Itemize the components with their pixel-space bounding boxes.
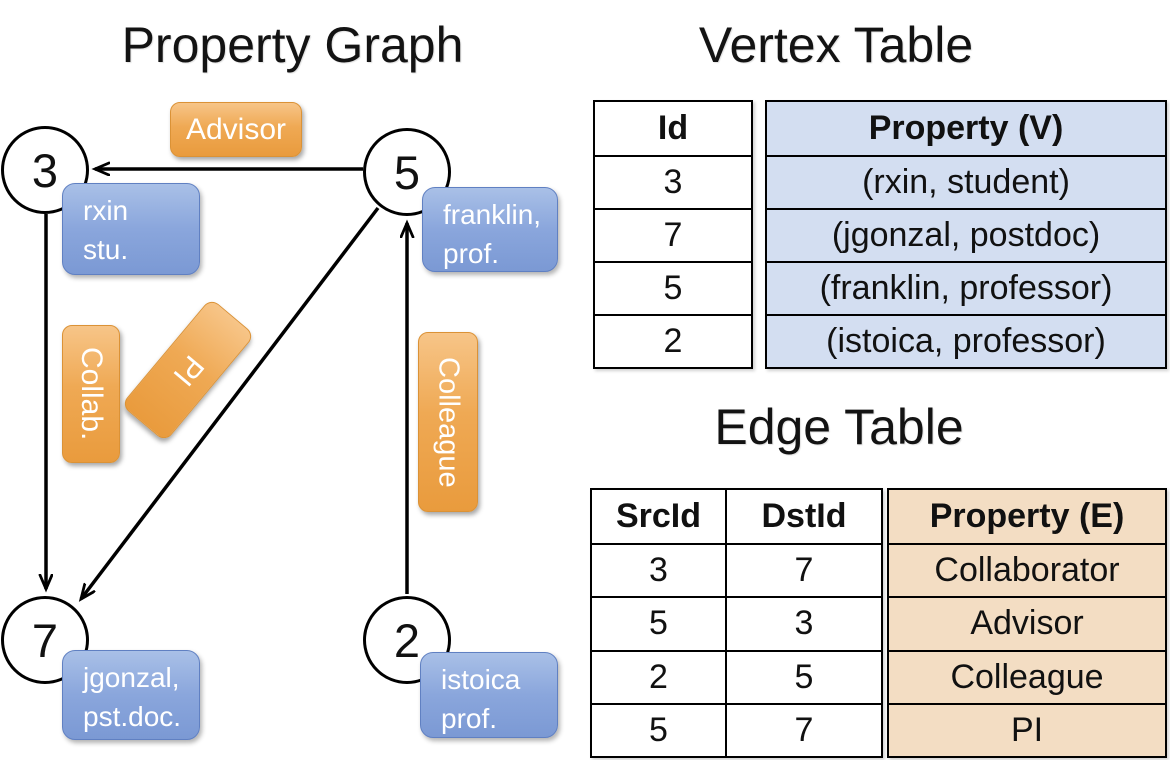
graph-node-7-id: 7 — [31, 613, 59, 667]
edge-table-cell-dstid: 5 — [725, 651, 881, 703]
graph-node-5: 5 — [363, 128, 451, 216]
edge-table-cell-dstid: 7 — [725, 704, 881, 756]
edge-table-title: Edge Table — [714, 399, 964, 455]
edge-table-row: 5 7 — [592, 702, 881, 756]
vertex-table-cell-id: 2 — [595, 314, 751, 367]
vertex-table-cell-id: 3 — [595, 155, 751, 208]
vertex-table-cell-property: (rxin, student) — [767, 155, 1165, 208]
vertex-table-property-column: Property (V) (rxin, student) (jgonzal, p… — [765, 100, 1167, 369]
edge-table-header-dstid: DstId — [725, 490, 881, 544]
edge-table-row: 2 5 — [592, 649, 881, 703]
edge-label-collab: Collab. — [62, 325, 120, 463]
graph-node-3-id: 3 — [31, 143, 59, 197]
edge-label-colleague-text: Colleague — [432, 356, 465, 488]
vertex-property-line: prof. — [443, 238, 500, 269]
vertex-table-cell-property: (istoica, professor) — [767, 314, 1165, 367]
edge-table-cell-srcid: 2 — [649, 657, 668, 696]
edge-table-cell-dstid: 7 — [725, 545, 881, 597]
edge-label-colleague: Colleague — [418, 332, 478, 512]
vertex-table-cell-id: 7 — [595, 208, 751, 261]
vertex-table-header-id: Id — [657, 109, 689, 147]
edge-label-pi-text: PI — [166, 348, 211, 392]
edge-label-collab-text: Collab. — [75, 347, 108, 441]
edge-table-id-columns: SrcId DstId 3 7 5 3 2 5 5 7 — [590, 488, 883, 758]
vertex-property-line: pst.doc. — [83, 701, 182, 732]
edge-table-header-property: Property (E) — [929, 497, 1125, 536]
edge-table-header-row: SrcId DstId — [592, 490, 881, 544]
vertex-property-box-istoica: istoica prof. — [420, 652, 558, 738]
edge-table-cell-srcid: 5 — [649, 710, 668, 749]
vertex-property-line: jgonzal, — [83, 662, 180, 693]
edge-table-cell-property: Colleague — [889, 649, 1165, 703]
edge-table-row: 3 7 — [592, 543, 881, 597]
vertex-property-line: prof. — [441, 703, 498, 734]
edge-table-cell-property: Advisor — [889, 596, 1165, 649]
vertex-table-header-property: Property (V) — [868, 109, 1064, 147]
property-graph-title: Property Graph — [121, 17, 464, 73]
vertex-table-cell-id: 5 — [595, 261, 751, 314]
vertex-table-title: Vertex Table — [698, 17, 974, 73]
vertex-property-box-rxin: rxin stu. — [62, 183, 200, 275]
graph-edges-layer — [0, 0, 585, 760]
vertex-property-box-franklin: franklin, prof. — [422, 187, 558, 272]
edge-table-property-column: Property (E) Collaborator Advisor Collea… — [887, 488, 1167, 758]
edge-table-cell-srcid: 5 — [649, 604, 668, 643]
vertex-property-line: franklin, — [443, 199, 542, 230]
edge-pi-arrow — [81, 206, 380, 599]
edge-table-cell-srcid: 3 — [649, 551, 668, 590]
graph-node-2-id: 2 — [393, 613, 421, 667]
vertex-property-line: rxin — [83, 195, 129, 226]
vertex-property-line: stu. — [83, 234, 129, 265]
vertex-property-box-jgonzal: jgonzal, pst.doc. — [62, 650, 200, 740]
edge-table-cell-dstid: 3 — [725, 598, 881, 650]
edge-table-cell-property: Collaborator — [889, 543, 1165, 596]
edge-label-advisor: Advisor — [170, 102, 302, 157]
vertex-table-cell-property: (franklin, professor) — [767, 261, 1165, 314]
vertex-table-cell-property: (jgonzal, postdoc) — [767, 208, 1165, 261]
edge-table-header-srcid: SrcId — [615, 497, 702, 536]
vertex-property-line: istoica — [441, 664, 521, 695]
edge-label-advisor-text: Advisor — [185, 112, 287, 146]
graph-node-2: 2 — [363, 596, 451, 684]
edge-table-row: 5 3 — [592, 596, 881, 650]
vertex-table-id-column: Id 3 7 5 2 — [593, 100, 753, 369]
graph-node-5-id: 5 — [393, 145, 421, 199]
edge-table-cell-property: PI — [889, 702, 1165, 756]
